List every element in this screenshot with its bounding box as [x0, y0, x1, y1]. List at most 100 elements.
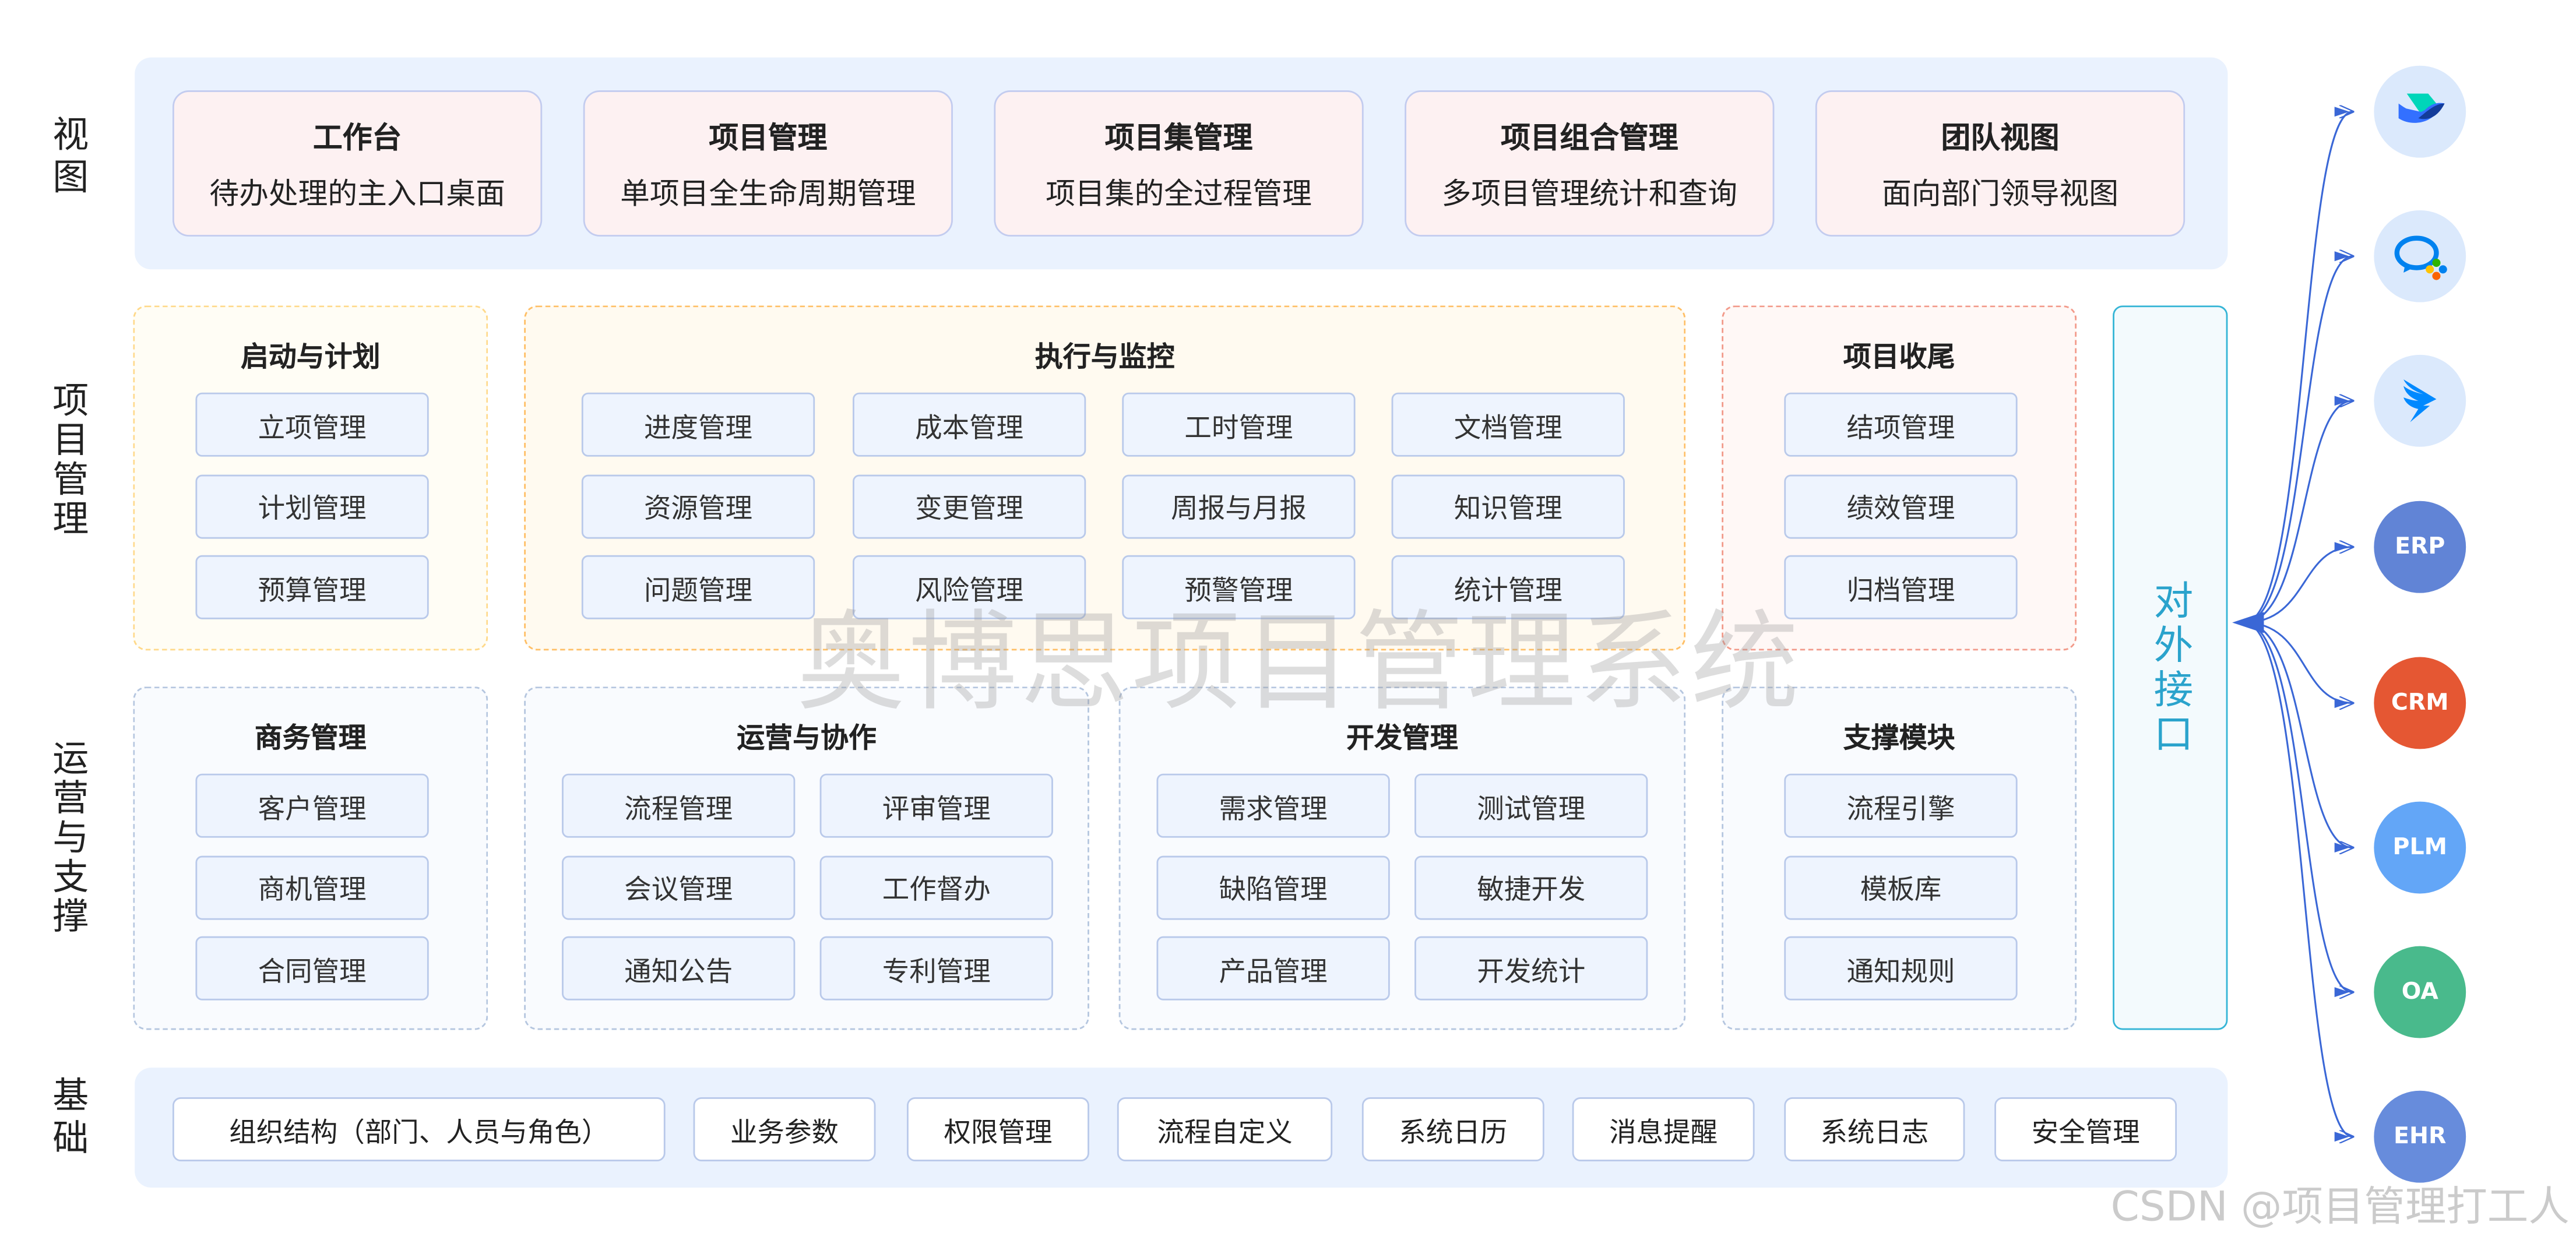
view-card[interactable]: 项目管理单项目全生命周期管理: [583, 90, 953, 237]
base-module-button[interactable]: 组织结构（部门、人员与角色）: [172, 1097, 666, 1161]
module-button[interactable]: 资源管理: [581, 474, 815, 538]
module-button[interactable]: 预警管理: [1122, 555, 1356, 619]
module-button[interactable]: 绩效管理: [1784, 474, 2018, 538]
module-button[interactable]: 进度管理: [581, 392, 815, 457]
oa-system-node: OA: [2374, 946, 2466, 1038]
group-title: 运营与协作: [737, 723, 877, 756]
system-label: ERP: [2395, 534, 2445, 561]
dingtalk-icon: [2374, 354, 2466, 447]
csdn-watermark: CSDN @项目管理打工人: [2110, 1182, 2570, 1231]
side-label-view: 视图: [45, 115, 87, 200]
hub-arrow-icon: [2232, 612, 2264, 633]
module-button[interactable]: 评审管理: [819, 773, 1053, 838]
view-card[interactable]: 团队视图面向部门领导视图: [1815, 90, 2186, 237]
module-button[interactable]: 风险管理: [853, 555, 1086, 619]
view-desc: 项目集的全过程管理: [1046, 177, 1312, 212]
base-module-button[interactable]: 消息提醒: [1572, 1097, 1755, 1161]
system-label: OA: [2401, 979, 2438, 1006]
watermark: 奥博思项目管理系统: [797, 599, 1803, 726]
module-button[interactable]: 会议管理: [562, 855, 796, 920]
base-module-button[interactable]: 业务参数: [693, 1097, 876, 1161]
view-title: 工作台: [313, 121, 402, 156]
group-title: 启动与计划: [240, 341, 381, 375]
base-module-button[interactable]: 安全管理: [1994, 1097, 2177, 1161]
view-desc: 多项目管理统计和查询: [1441, 177, 1737, 212]
module-button[interactable]: 商机管理: [195, 855, 429, 920]
module-button[interactable]: 周报与月报: [1122, 474, 1356, 538]
erp-system-node: ERP: [2374, 501, 2466, 593]
module-button[interactable]: 统计管理: [1391, 555, 1625, 619]
connector-oa: [2244, 621, 2353, 992]
plm-system-node: PLM: [2374, 801, 2466, 894]
group-support: 支撑模块流程引擎模板库通知规则: [1722, 686, 2077, 1030]
module-button[interactable]: 计划管理: [195, 474, 429, 538]
module-button[interactable]: 立项管理: [195, 392, 429, 457]
module-button[interactable]: 需求管理: [1156, 773, 1390, 838]
module-button[interactable]: 开发统计: [1414, 936, 1648, 1001]
module-button[interactable]: 文档管理: [1391, 392, 1625, 457]
module-button[interactable]: 客户管理: [195, 773, 429, 838]
connector-erp: [2244, 547, 2353, 624]
system-label: EHR: [2394, 1123, 2447, 1150]
module-button[interactable]: 模板库: [1784, 855, 2018, 920]
module-button[interactable]: 流程引擎: [1784, 773, 2018, 838]
connector-wecom-icon: [2244, 256, 2353, 624]
view-card[interactable]: 项目集管理项目集的全过程管理: [994, 90, 1364, 237]
view-title: 项目管理: [709, 121, 828, 156]
view-title: 项目组合管理: [1501, 121, 1678, 156]
group-close: 项目收尾结项管理绩效管理归档管理: [1722, 305, 2077, 651]
module-button[interactable]: 问题管理: [581, 555, 815, 619]
external-interface-box: 对外接口: [2113, 305, 2228, 1030]
connector-ehr: [2244, 621, 2353, 1136]
side-label-ops: 运营与支撑: [45, 739, 87, 936]
connector-dingtalk-icon: [2244, 401, 2353, 624]
connector-crm: [2244, 621, 2353, 703]
base-module-button[interactable]: 系统日历: [1361, 1097, 1544, 1161]
interface-label: 对外接口: [2146, 579, 2193, 757]
view-desc: 单项目全生命周期管理: [620, 177, 916, 212]
view-card[interactable]: 工作台待办处理的主入口桌面: [172, 90, 543, 237]
feishu-icon: [2374, 65, 2466, 158]
side-label-project: 项目管理: [45, 381, 87, 539]
group-start: 启动与计划立项管理计划管理预算管理: [133, 305, 488, 651]
side-label-base: 基础: [45, 1076, 87, 1161]
module-button[interactable]: 预算管理: [195, 555, 429, 619]
connector-feishu-icon: [2244, 112, 2353, 624]
module-button[interactable]: 成本管理: [853, 392, 1086, 457]
base-module-button[interactable]: 流程自定义: [1117, 1097, 1333, 1161]
group-biz: 商务管理客户管理商机管理合同管理: [133, 686, 488, 1030]
group-title: 项目收尾: [1843, 341, 1955, 375]
crm-system-node: CRM: [2374, 657, 2466, 749]
view-desc: 面向部门领导视图: [1882, 177, 2118, 212]
group-exec: 执行与监控进度管理成本管理工时管理文档管理资源管理变更管理周报与月报知识管理问题…: [524, 305, 1686, 651]
module-button[interactable]: 归档管理: [1784, 555, 2018, 619]
module-button[interactable]: 产品管理: [1156, 936, 1390, 1001]
group-title: 商务管理: [254, 723, 367, 756]
view-card[interactable]: 项目组合管理多项目管理统计和查询: [1405, 90, 1775, 237]
module-button[interactable]: 变更管理: [853, 474, 1086, 538]
module-button[interactable]: 敏捷开发: [1414, 855, 1648, 920]
module-button[interactable]: 通知公告: [562, 936, 796, 1001]
group-ops: 运营与协作流程管理评审管理会议管理工作督办通知公告专利管理: [524, 686, 1089, 1030]
group-dev: 开发管理需求管理测试管理缺陷管理敏捷开发产品管理开发统计: [1118, 686, 1686, 1030]
base-module-button[interactable]: 权限管理: [907, 1097, 1089, 1161]
wecom-icon: [2374, 210, 2466, 302]
group-title: 执行与监控: [1034, 341, 1175, 375]
module-button[interactable]: 知识管理: [1391, 474, 1625, 538]
module-button[interactable]: 流程管理: [562, 773, 796, 838]
module-button[interactable]: 结项管理: [1784, 392, 2018, 457]
module-button[interactable]: 缺陷管理: [1156, 855, 1390, 920]
module-button[interactable]: 测试管理: [1414, 773, 1648, 838]
group-title: 开发管理: [1346, 723, 1458, 756]
module-button[interactable]: 工时管理: [1122, 392, 1356, 457]
module-button[interactable]: 合同管理: [195, 936, 429, 1001]
module-button[interactable]: 工作督办: [819, 855, 1053, 920]
connector-plm: [2244, 621, 2353, 847]
system-label: PLM: [2392, 834, 2447, 861]
ehr-system-node: EHR: [2374, 1090, 2466, 1183]
module-button[interactable]: 专利管理: [819, 936, 1053, 1001]
module-button[interactable]: 通知规则: [1784, 936, 2018, 1001]
base-module-button[interactable]: 系统日志: [1784, 1097, 1965, 1161]
